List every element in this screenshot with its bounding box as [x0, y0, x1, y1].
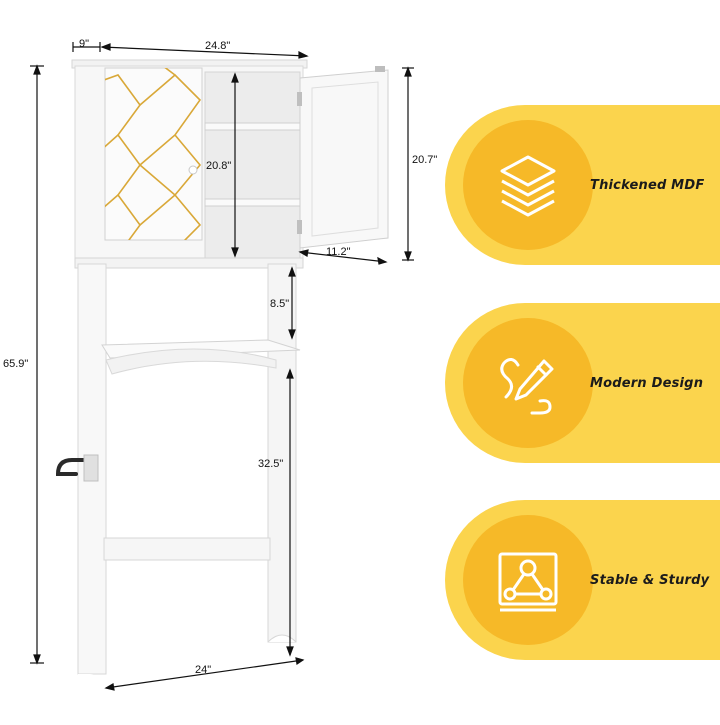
right-door [299, 69, 389, 249]
towel-hook [55, 458, 94, 476]
layers-icon [500, 155, 556, 217]
feature-modern-design: Modern Design [445, 303, 720, 463]
dim-total-height: 65.9" [3, 358, 29, 370]
triangle-network-icon [498, 552, 558, 612]
dim-cabinet-height: 20.8" [206, 160, 232, 172]
feature-label: Modern Design [590, 375, 704, 391]
door-knob [188, 165, 198, 175]
lower-crossbar [103, 537, 271, 561]
shelf-lower [204, 198, 301, 207]
dim-door-height: 20.7" [412, 154, 438, 166]
dim-gap-height: 8.5" [270, 298, 290, 310]
dim-width-top: 24.8" [205, 40, 231, 52]
dim-door-width: 11.2" [326, 246, 351, 258]
door-hinge-bottom [297, 220, 302, 234]
pencil-icon [500, 358, 554, 415]
right-leg [267, 263, 297, 643]
feature-icon-circle [463, 515, 593, 645]
shelf-upper [204, 122, 301, 131]
gold-pattern [105, 68, 202, 240]
feature-label: Thickened MDF [590, 177, 705, 193]
dim-width-bottom: 24" [195, 664, 212, 676]
dim-lower-height: 32.5" [258, 458, 284, 470]
feature-icon-circle [463, 120, 593, 250]
feature-thickened-mdf: Thickened MDF [445, 105, 720, 265]
dimension-lines [30, 42, 414, 691]
left-leg [77, 263, 107, 675]
feature-label: Stable & Sturdy [590, 572, 710, 588]
dim-depth: 9" [79, 38, 90, 50]
feature-stable-sturdy: Stable & Sturdy [445, 500, 720, 660]
door-hinge-top [297, 92, 302, 106]
feature-icon-circle [463, 318, 593, 448]
